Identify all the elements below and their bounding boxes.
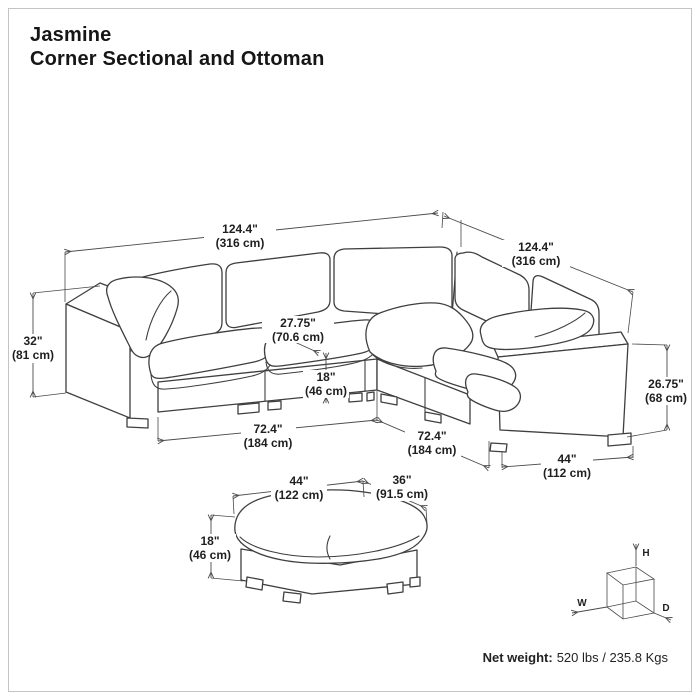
dim-label-ottoman-width: 44" (122 cm) (271, 474, 327, 502)
foot (282, 591, 302, 604)
extension-line (210, 514, 236, 518)
foot (409, 576, 421, 588)
foot (237, 402, 260, 415)
foot (126, 417, 149, 429)
dim-label-ottoman-height: 18" (46 cm) (184, 534, 236, 562)
ottoman-seam (239, 535, 420, 558)
net-weight-value: 520 lbs / 235.8 Kgs (556, 650, 668, 665)
dim-label-arm-height: 26.75" (68 cm) (641, 377, 691, 405)
svg-text:32": 32" (23, 334, 42, 348)
svg-text:18": 18" (316, 370, 335, 384)
foot (424, 411, 442, 424)
dim-label-seat-depth: 27.75" (70.6 cm) (262, 316, 334, 344)
svg-text:(316 cm): (316 cm) (512, 254, 561, 268)
svg-text:27.75": 27.75" (280, 316, 316, 330)
product-type: Corner Sectional and Ottoman (30, 47, 325, 70)
dim-label-right-run: 72.4" (184 cm) (405, 429, 461, 457)
right-lumbar-pillow (479, 307, 595, 351)
net-weight-label: Net weight: (482, 650, 553, 665)
dim-label-back-width-left: 124.4" (316 cm) (204, 221, 276, 250)
foot (348, 392, 363, 403)
dim-label-arm-module-width: 44" (112 cm) (541, 452, 593, 480)
seat-roll (371, 353, 423, 369)
svg-text:44": 44" (557, 452, 576, 466)
svg-text:26.75": 26.75" (648, 377, 684, 391)
pillow-fold (534, 312, 586, 338)
dimension-labels: 124.4" (316 cm) 124.4" (316 cm) 32" (81 … (10, 221, 691, 562)
extension-line (627, 291, 634, 334)
cube-top-face (606, 566, 656, 586)
svg-text:(81 cm): (81 cm) (12, 348, 54, 362)
foot (366, 391, 375, 402)
depth-axis-label: D (662, 603, 669, 614)
svg-text:(70.6 cm): (70.6 cm) (272, 330, 324, 344)
svg-text:(122 cm): (122 cm) (275, 488, 324, 502)
svg-text:(316 cm): (316 cm) (216, 236, 265, 250)
extension-line (626, 429, 668, 438)
width-axis-arrow (572, 606, 608, 613)
svg-text:(91.5 cm): (91.5 cm) (376, 487, 428, 501)
dim-label-overall-height: 32" (81 cm) (10, 334, 56, 363)
foot (267, 400, 282, 411)
svg-text:(112 cm): (112 cm) (543, 466, 591, 480)
svg-text:(68 cm): (68 cm) (645, 391, 687, 405)
svg-text:(46 cm): (46 cm) (305, 384, 347, 398)
width-axis-label: W (577, 598, 587, 609)
pillow-fold (145, 290, 172, 341)
extension-line (32, 392, 67, 398)
foot (386, 581, 404, 595)
back-cushion (225, 252, 331, 329)
svg-text:72.4": 72.4" (417, 429, 446, 443)
dim-label-seat-height: 18" (46 cm) (303, 370, 349, 398)
foot (607, 432, 632, 447)
cube-vertical-edges (606, 567, 655, 619)
foot (245, 576, 264, 591)
svg-text:36": 36" (392, 473, 411, 487)
cube-bottom-edges (606, 600, 655, 620)
seat-roll (150, 355, 274, 390)
ottoman-illustration (234, 489, 428, 604)
page-title: Jasmine Corner Sectional and Ottoman (30, 24, 325, 71)
extension-line (232, 495, 235, 515)
svg-text:124.4": 124.4" (518, 240, 554, 254)
net-weight: Net weight:520 lbs / 235.8 Kgs (483, 650, 668, 665)
dim-label-back-width-right: 124.4" (316 cm) (502, 240, 570, 268)
height-axis-label: H (642, 548, 649, 559)
product-name: Jasmine (30, 24, 112, 46)
svg-text:72.4": 72.4" (253, 422, 282, 436)
svg-text:18": 18" (200, 534, 219, 548)
svg-text:124.4": 124.4" (222, 222, 258, 236)
svg-text:44": 44" (289, 474, 308, 488)
depth-axis-arrow (653, 612, 671, 620)
extension-line (631, 343, 668, 346)
extension-line (210, 577, 244, 582)
seat-roll (265, 343, 380, 375)
svg-text:(46 cm): (46 cm) (189, 548, 231, 562)
extension-line (32, 285, 101, 294)
foot (380, 393, 398, 406)
ottoman-fold (326, 535, 331, 560)
dim-label-left-run: 72.4" (184 cm) (241, 422, 296, 450)
svg-text:(184 cm): (184 cm) (408, 443, 457, 457)
dim-label-ottoman-depth: 36" (91.5 cm) (371, 473, 433, 501)
foot (489, 442, 508, 453)
sectional-illustration (65, 246, 632, 453)
seat-cushion (465, 373, 522, 412)
left-lumbar-pillow (105, 276, 179, 359)
extension-line (441, 211, 444, 229)
svg-text:(184 cm): (184 cm) (244, 436, 293, 450)
dimension-cube-icon: H W D (572, 544, 671, 620)
